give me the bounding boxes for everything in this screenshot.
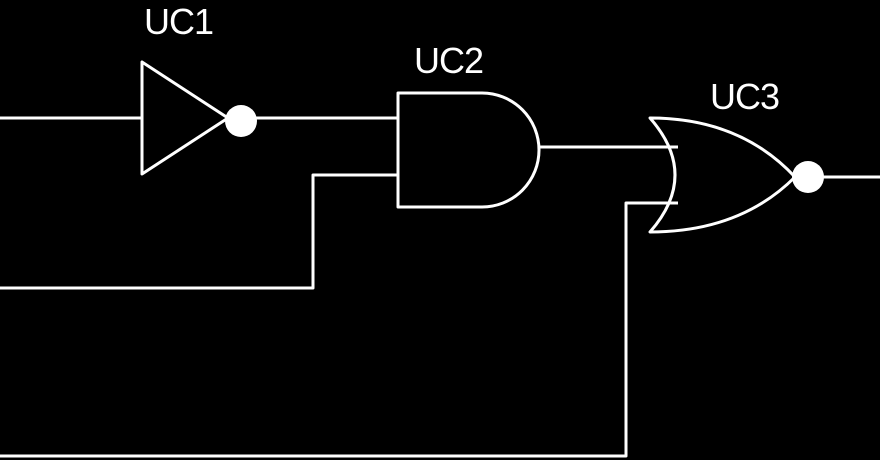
- nor-gate-bubble: [792, 161, 824, 193]
- gate-label-uc2: UC2: [414, 40, 483, 81]
- wires: [0, 116, 880, 458]
- wire-input-c: [0, 201, 678, 458]
- not-gate-triangle: [140, 60, 230, 176]
- and-gate-uc2: [396, 91, 541, 209]
- not-gate-bubble: [225, 105, 257, 137]
- wire-input-b: [0, 173, 398, 290]
- gate-label-uc1: UC1: [144, 1, 213, 42]
- nor-gate-uc3: [648, 116, 824, 234]
- gate-label-uc3: UC3: [710, 76, 779, 117]
- nor-gate-body: [648, 116, 797, 234]
- and-gate-body: [396, 91, 541, 209]
- not-gate-uc1: [140, 60, 257, 176]
